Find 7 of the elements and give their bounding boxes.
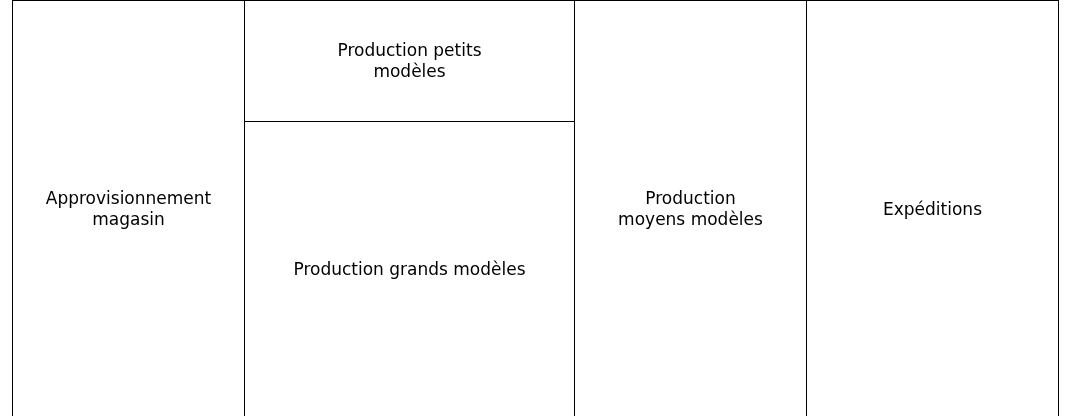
area-label: Production petits modèles (336, 40, 483, 82)
area-label: Production grands modèles (293, 259, 526, 280)
area-box (806, 0, 1059, 416)
area-label: Expéditions (883, 198, 982, 220)
area-label: Production moyens modèles (617, 188, 764, 230)
area-label: Approvisionnement magasin (44, 188, 213, 230)
area-box (12, 0, 245, 416)
